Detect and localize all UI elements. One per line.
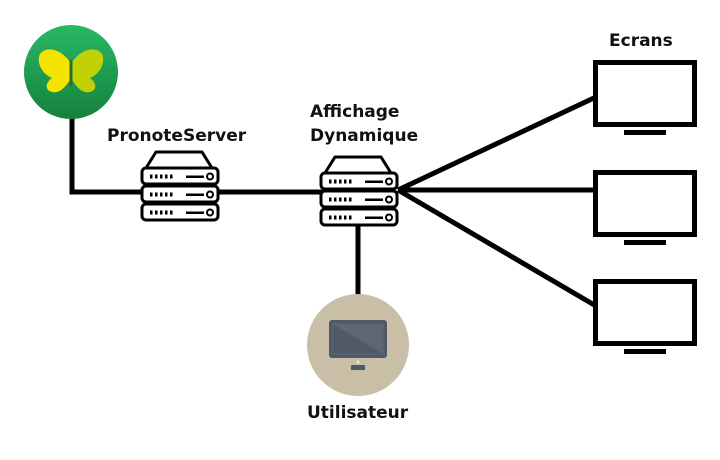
monitor-icon — [593, 60, 697, 135]
utilisateur-label: Utilisateur — [307, 403, 409, 423]
monitor-icon — [593, 279, 697, 354]
desktop-computer-icon — [307, 294, 409, 396]
butterfly-logo-icon — [24, 25, 118, 119]
server-icon — [140, 150, 220, 222]
link-affichage-to-ecran-1 — [396, 94, 598, 193]
affichage-dynamique-label-line2: Dynamique — [310, 126, 418, 146]
ecrans-label: Ecrans — [609, 31, 673, 51]
server-icon — [319, 155, 399, 227]
link-logo-to-pronoteserver — [69, 118, 142, 195]
connection-lines — [69, 94, 598, 309]
link-affichage-to-ecran-3 — [396, 187, 598, 309]
monitor-icon — [593, 170, 697, 245]
affichage-dynamique-label-line1: Affichage — [310, 102, 399, 122]
pronote-server-label: PronoteServer — [107, 126, 247, 146]
